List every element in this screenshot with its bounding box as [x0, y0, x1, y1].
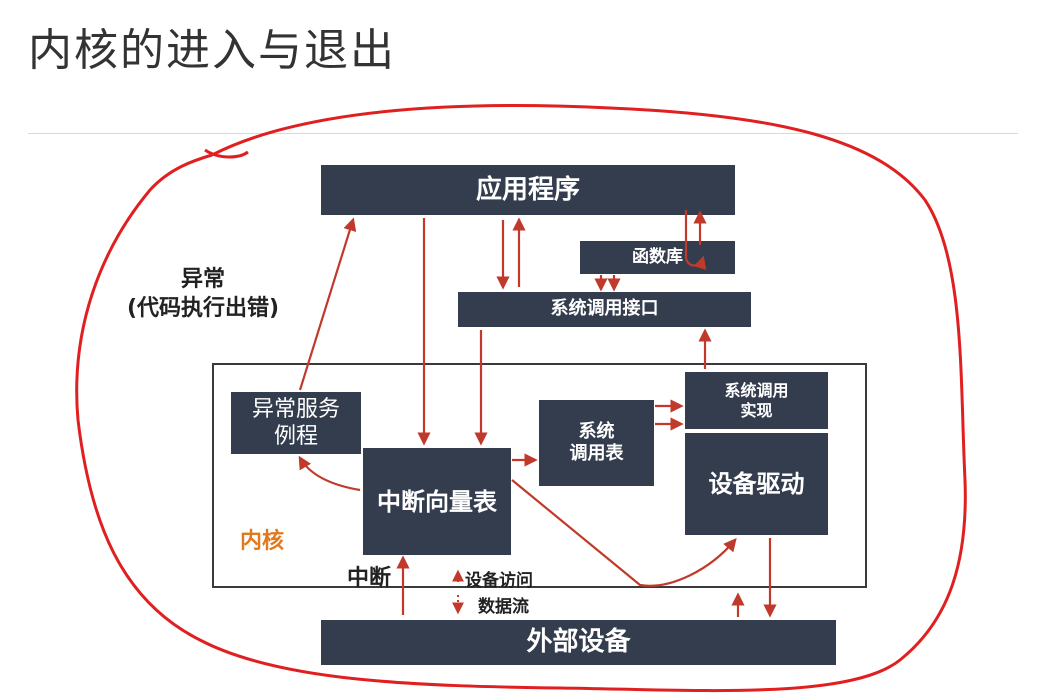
arrow-app-lib-loop-down: [684, 210, 707, 271]
exception-service-label: 异常服务 例程: [251, 396, 340, 450]
application-box: 应用程序: [321, 165, 735, 215]
application-label: 应用程序: [475, 174, 580, 205]
interrupt-label: 中断: [347, 566, 392, 591]
function-library-box: 函数库: [580, 241, 735, 274]
page-title: 内核的进入与退出: [28, 25, 396, 76]
function-library-label: 函数库: [632, 246, 683, 267]
kernel-frame: [212, 363, 867, 588]
exception-service-box: 异常服务 例程: [231, 392, 361, 454]
syscall-interface-box: 系统调用接口: [458, 292, 751, 327]
interrupt-vector-table-box: 中断向量表: [363, 448, 511, 555]
title-divider: [28, 133, 1018, 134]
external-device-box: 外部设备: [321, 620, 836, 665]
device-driver-box: 设备驱动: [685, 433, 828, 535]
syscall-interface-label: 系统调用接口: [550, 298, 659, 320]
syscall-impl-box: 系统调用 实现: [685, 372, 828, 429]
interrupt-vector-table-label: 中断向量表: [377, 487, 497, 516]
data-flow-label: 数据流: [478, 597, 529, 617]
syscall-impl-label: 系统调用 实现: [724, 380, 789, 420]
external-device-label: 外部设备: [526, 627, 631, 658]
syscall-table-label: 系统 调用表: [569, 420, 624, 465]
arrow-ivt-to-exception: [298, 455, 361, 492]
arrow-exception-to-app: [298, 217, 357, 391]
arrow-ivt-to-driver: [511, 479, 737, 587]
device-access-label: 设备访问: [465, 571, 533, 591]
kernel-label: 内核: [240, 529, 285, 554]
exception-label: 异常 (代码执行出错): [127, 267, 280, 321]
syscall-table-box: 系统 调用表: [539, 400, 654, 486]
hand-drawn-circle: [75, 104, 967, 693]
device-driver-label: 设备驱动: [708, 470, 805, 498]
